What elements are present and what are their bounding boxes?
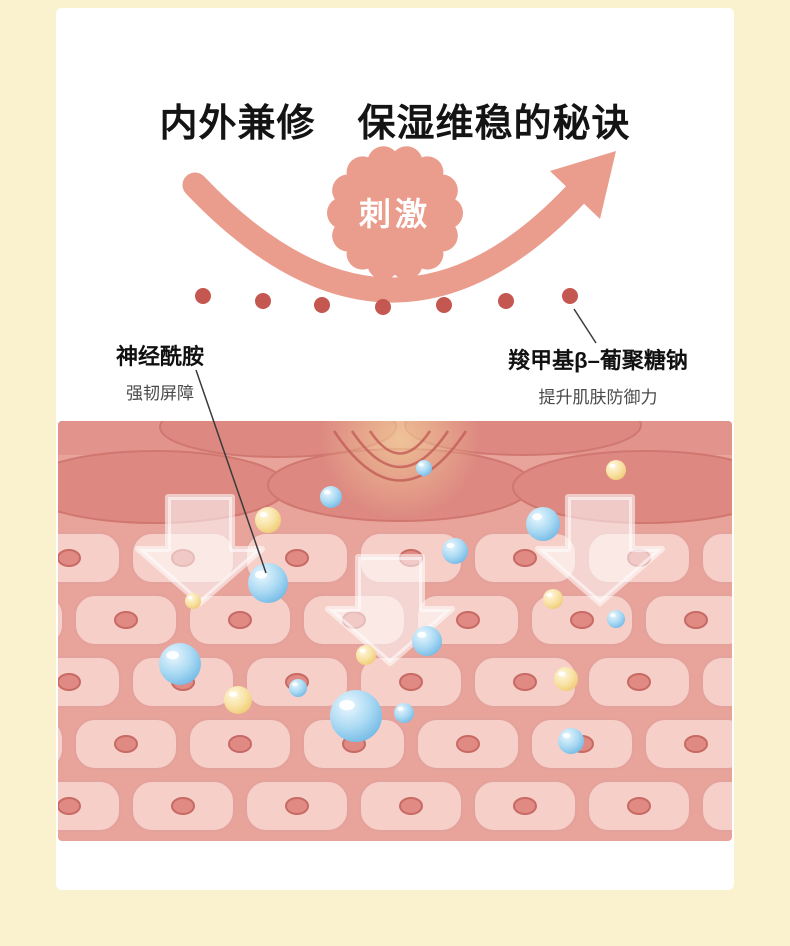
curve-arrow	[182, 172, 588, 303]
ingredient-name-right: 羧甲基β–葡聚糖钠	[508, 348, 688, 373]
stimulus-badge	[327, 146, 463, 280]
dots-row	[195, 288, 578, 315]
ingredient-label-left: 神经酰胺 强韧屏障	[88, 344, 232, 404]
ingredient-name-left: 神经酰胺	[115, 344, 204, 369]
title-part-1: 内外兼修	[159, 103, 316, 145]
ingredient-desc-right: 提升肌肤防御力	[538, 388, 658, 407]
ingredient-label-right: 羧甲基β–葡聚糖钠 提升肌肤防御力	[478, 348, 718, 408]
arrowhead-icon	[550, 151, 616, 219]
stimulus-curve-graphic: 刺激	[182, 146, 616, 315]
skin-cross-section-diagram	[58, 421, 732, 841]
ingredient-bubbles	[159, 460, 626, 754]
stimulus-badge-label: 刺激	[359, 196, 431, 232]
page-title: 内外兼修保湿维稳的秘诀	[56, 92, 734, 147]
title-part-2: 保湿维稳的秘诀	[357, 103, 631, 145]
ingredient-desc-left: 强韧屏障	[126, 384, 194, 403]
